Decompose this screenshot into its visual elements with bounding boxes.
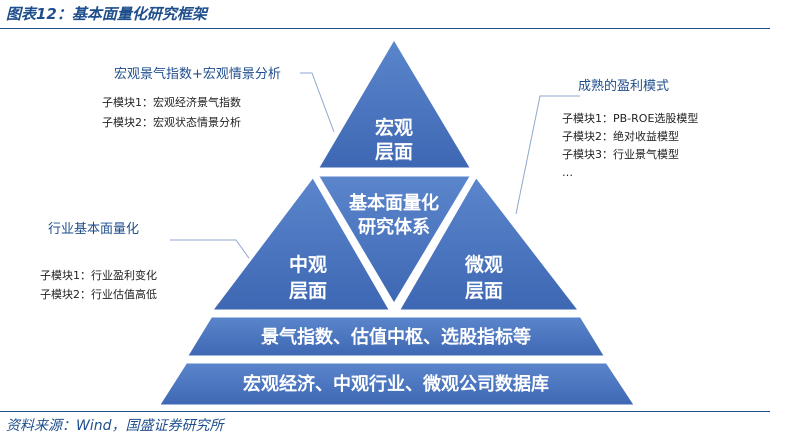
micro-level-triangle bbox=[395, 173, 584, 313]
micro-callout-line: 子模块2：绝对收益模型 bbox=[562, 129, 679, 143]
indicator-band-label: 景气指数、估值中枢、选股指标等 bbox=[261, 326, 531, 348]
leader-line-micro bbox=[515, 95, 580, 215]
macro-callout-line: 子模块1：宏观经济景气指数 bbox=[102, 95, 241, 109]
leader-line-meso bbox=[170, 239, 257, 269]
micro-label-line1: 微观 bbox=[464, 253, 503, 276]
micro-callout-line: 子模块3：行业景气模型 bbox=[562, 147, 679, 161]
micro-callout-ellipsis: … bbox=[562, 166, 573, 179]
database-band bbox=[155, 360, 639, 408]
center-label-line1: 基本面量化 bbox=[348, 192, 439, 214]
leader-line-macro bbox=[300, 72, 335, 133]
meso-level-triangle bbox=[207, 173, 394, 313]
macro-label-line2: 层面 bbox=[375, 141, 413, 163]
database-band-label: 宏观经济、中观行业、微观公司数据库 bbox=[243, 373, 549, 395]
figure-title: 图表12：基本面量化研究框架 bbox=[6, 5, 207, 23]
meso-callout-title: 行业基本面量化 bbox=[48, 222, 139, 237]
macro-callout-line: 子模块2：宏观状态情景分析 bbox=[102, 115, 241, 129]
bottom-rule bbox=[0, 411, 770, 412]
meso-label-line1: 中观 bbox=[289, 253, 327, 276]
center-label-line2: 研究体系 bbox=[358, 216, 430, 238]
meso-callout-line: 子模块2：行业估值高低 bbox=[40, 287, 157, 301]
indicator-band bbox=[183, 314, 609, 359]
macro-level-triangle bbox=[314, 35, 475, 171]
micro-callout-line: 子模块1：PB-ROE选股模型 bbox=[562, 111, 698, 125]
micro-label-line2: 层面 bbox=[465, 280, 503, 302]
research-system-triangle bbox=[314, 173, 475, 308]
macro-callout-title: 宏观景气指数+宏观情景分析 bbox=[114, 66, 281, 82]
top-rule bbox=[0, 28, 770, 29]
macro-label-line1: 宏观 bbox=[375, 116, 413, 139]
meso-label-line2: 层面 bbox=[289, 280, 327, 302]
meso-callout-line: 子模块1：行业盈利变化 bbox=[40, 268, 157, 282]
micro-callout-title: 成熟的盈利模式 bbox=[578, 78, 669, 94]
source-note: 资料来源：Wind，国盛证券研究所 bbox=[6, 418, 224, 434]
